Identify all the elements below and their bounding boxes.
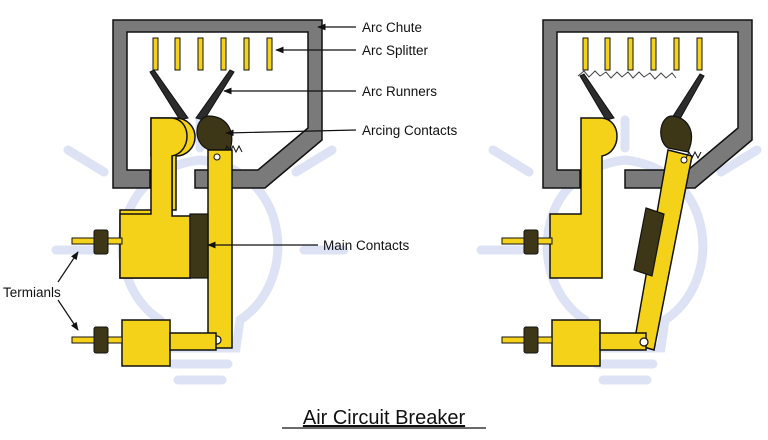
arc-chute-left [112,19,323,189]
diagram-title: Air Circuit Breaker [303,407,466,429]
label-arcing-contacts: Arcing Contacts [362,123,458,138]
main-contact-left [189,213,209,279]
fixed-conductor-body-left [119,117,191,279]
terminal-lower-left [71,326,123,354]
label-arc-runners: Arc Runners [362,84,437,99]
spring-right [685,150,702,160]
fixed-conductor-body-right [549,117,618,279]
label-terminals: Termianls [3,285,61,300]
terminal-lower-right [501,326,553,354]
arcing-contact-right [660,115,693,153]
label-arc-splitter: Arc Splitter [362,43,429,58]
label-main-contacts: Main Contacts [323,238,410,253]
arc-runners-left [149,69,235,121]
lower-block-right [551,319,601,367]
lower-block-left [121,319,171,367]
label-arc-chute: Arc Chute [362,20,422,35]
terminal-upper-right [501,229,553,255]
watermark-bulb-right [476,115,762,385]
leader-lines [57,23,357,331]
lower-link-right [599,332,647,351]
moving-arm-right [633,149,693,351]
spring-left [223,144,243,154]
lower-link-left [169,332,217,351]
terminal-upper-left [71,229,123,255]
arc-right [577,70,677,80]
arc-chute-right [542,19,753,189]
main-contact-right [633,207,665,277]
arc-splitter-plates-right [582,37,703,71]
moving-arm-left [207,149,233,349]
arc-splitter-plates-left [152,37,273,71]
